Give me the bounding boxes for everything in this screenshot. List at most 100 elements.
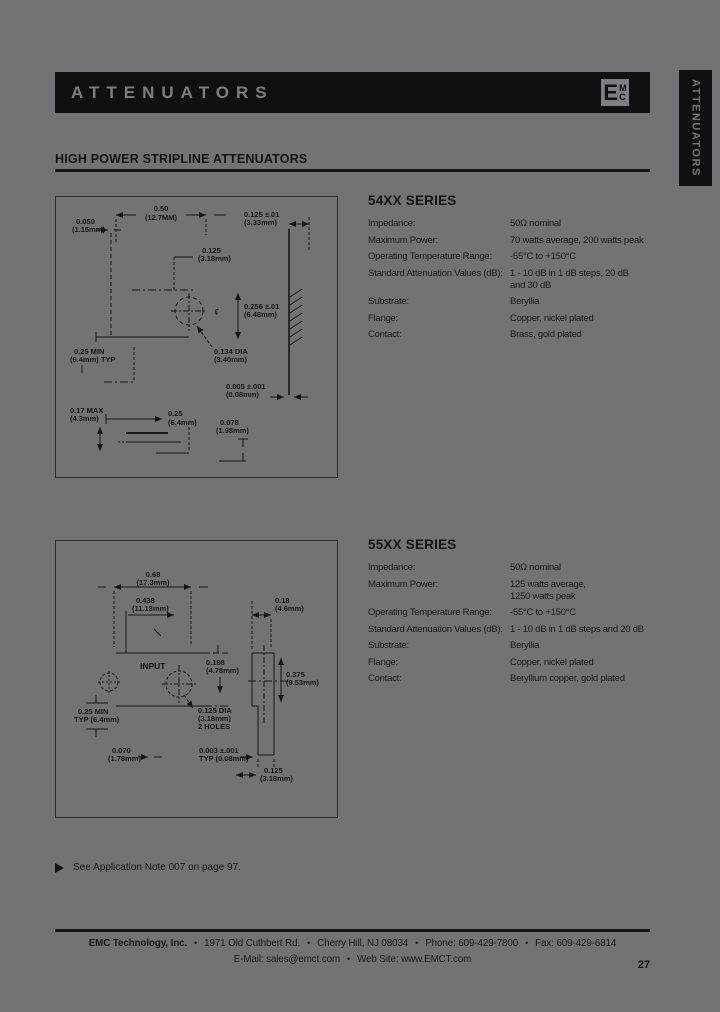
spec-label: Operating Temperature Range:	[368, 607, 492, 618]
drawing-54xx-svg: 0.50 (12.7MM) 0.050 (1.15mm) 0.125 ±.01 …	[70, 204, 310, 462]
spec-label: Maximum Power:	[368, 578, 438, 590]
bullet-separator: •	[194, 938, 198, 948]
spec-value: 50Ω nominal	[510, 562, 561, 573]
dim-label: (11.13mm)	[132, 604, 169, 613]
dim-label: (0.08mm)	[226, 390, 259, 399]
spec-label: Flange:	[368, 656, 398, 668]
spec-value: 1 - 10 dB in 1 dB steps, 20 dB and 30 dB	[510, 267, 629, 291]
spec-value: 1 - 10 dB in 1 dB steps and 20 dB	[510, 623, 644, 635]
bullet-separator: •	[347, 954, 351, 964]
bullet-separator: •	[307, 938, 311, 948]
dim-label: 0.070	[112, 746, 131, 755]
spec-label: Contact:	[368, 673, 402, 684]
dim-label: 0.125 DIA	[198, 706, 232, 715]
series-55xx-specs: 55XX SERIES Impedance: 50Ω nominal Maxim…	[368, 537, 652, 690]
page-number: 27	[637, 959, 650, 971]
dim-label: 0.25 MIN	[78, 707, 108, 716]
dim-label: 2 HOLES	[198, 722, 230, 731]
company-fax: Fax: 609-429-6814	[535, 938, 617, 949]
spec-row: Maximum Power: 125 watts average, 1250 w…	[368, 579, 652, 603]
series-54xx-specs: 54XX SERIES Impedance: 50Ω nominal Maxim…	[368, 193, 652, 346]
input-label: INPUT	[140, 661, 166, 671]
dim-label: 0.68	[146, 570, 161, 579]
spec-row: Maximum Power: 70 watts average, 200 wat…	[368, 235, 652, 247]
spec-value: 125 watts average, 1250 watts peak	[510, 578, 586, 602]
footer-web-line: E-Mail: sales@emct.com • Web Site: www.EMC…	[55, 954, 650, 965]
dim-label: (9.53mm)	[286, 678, 319, 687]
dim-label: (1.98mm)	[216, 426, 249, 435]
dim-label: (3.18mm)	[198, 714, 231, 723]
dim-label: 0.18	[275, 596, 290, 605]
dim-label: 0.125	[264, 766, 283, 775]
header-bar: ATTENUATORS E M C	[55, 72, 650, 113]
spec-label: Impedance:	[368, 562, 416, 573]
spec-label: Impedance:	[368, 218, 416, 229]
dim-label: 0.25 MIN	[74, 347, 104, 356]
dim-label: 0.125 ±.01	[244, 210, 279, 219]
dim-label: 0.125	[202, 246, 221, 255]
spec-row: Substrate: Beryllia	[368, 296, 652, 308]
spec-row: Standard Attenuation Values (dB): 1 - 10…	[368, 624, 652, 636]
centerline-symbol: ¢	[214, 307, 219, 317]
dim-label: 0.50	[154, 204, 169, 213]
dim-label: (1.15mm)	[72, 225, 105, 234]
dim-label: (3.40mm)	[214, 355, 247, 364]
company-address: 1971 Old Cuthbert Rd.	[204, 938, 301, 949]
dim-label: (3.18mm)	[260, 774, 293, 783]
spec-row: Substrate: Beryllia	[368, 640, 652, 652]
spec-value: 70 watts average, 200 watts peak	[510, 234, 644, 246]
spec-value: Copper, nickel plated	[510, 312, 594, 324]
spec-value: -55°C to +150°C	[510, 251, 576, 262]
dim-label: 0.438	[136, 596, 155, 605]
spec-value: Copper, nickel plated	[510, 656, 594, 668]
dim-label: 0.375	[286, 670, 305, 679]
spec-label: Flange:	[368, 312, 398, 324]
drawing-55xx-svg: 0.68 (17.3mm) 0.438 (11.13mm) 0.18 (4.6m…	[74, 570, 319, 783]
dim-label: (6.4mm) TYP	[70, 355, 115, 364]
logo-letter-m: M	[619, 82, 627, 93]
dim-label: (12.7MM)	[145, 213, 178, 222]
application-note: See Application Note 007 on page 97.	[55, 862, 241, 873]
footer-rule	[55, 929, 650, 932]
section-heading: HIGH POWER STRIPLINE ATTENUATORS	[55, 152, 308, 166]
spec-row: Standard Attenuation Values (dB): 1 - 10…	[368, 268, 652, 292]
dim-label: (4.78mm)	[206, 666, 239, 675]
company-name: EMC Technology, Inc.	[88, 938, 188, 949]
spec-label: Substrate:	[368, 296, 409, 307]
series-title: 55XX SERIES	[368, 537, 457, 552]
dim-label: 0.188	[206, 658, 225, 667]
dim-label: TYP (6.4mm)	[74, 715, 120, 724]
spec-row: Impedance: 50Ω nominal	[368, 218, 652, 230]
company-website: Web Site: www.EMCT.com	[357, 954, 472, 965]
spec-value: -55°C to +150°C	[510, 607, 576, 618]
dim-label: 0.003 ±.001	[199, 746, 239, 755]
side-tab-label: ATTENUATORS	[689, 79, 702, 177]
dim-label: 0.134 DIA	[214, 347, 248, 356]
dim-label: (17.3mm)	[137, 578, 170, 587]
dim-label: 0.050	[76, 217, 95, 226]
triangle-bullet-icon	[55, 862, 64, 873]
spec-row: Flange: Copper, nickel plated	[368, 657, 652, 669]
spec-value: Beryllia	[510, 640, 540, 651]
drawing-54xx-outline: 0.50 (12.7MM) 0.050 (1.15mm) 0.125 ±.01 …	[55, 196, 338, 478]
dim-label: (4.3mm)	[70, 414, 99, 423]
spec-row: Flange: Copper, nickel plated	[368, 313, 652, 325]
company-email: E-Mail: sales@emct.com	[233, 954, 341, 965]
spec-label: Standard Attenuation Values (dB):	[368, 267, 503, 279]
bullet-separator: •	[525, 938, 529, 948]
dim-label: (3.33mm)	[244, 218, 277, 227]
company-city: Cherry Hill, NJ 08034	[317, 938, 409, 949]
spec-row: Operating Temperature Range: -55°C to +1…	[368, 607, 652, 619]
dim-label: (4.6mm)	[275, 604, 304, 613]
spec-label: Operating Temperature Range:	[368, 251, 492, 262]
spec-row: Operating Temperature Range: -55°C to +1…	[368, 251, 652, 263]
dim-label: (6.4mm)	[168, 418, 197, 427]
drawing-55xx-outline: 0.68 (17.3mm) 0.438 (11.13mm) 0.18 (4.6m…	[55, 540, 338, 818]
page-title: ATTENUATORS	[71, 83, 274, 102]
dim-label: 0.078	[220, 418, 239, 427]
dim-label: 0.17 MAX	[70, 406, 103, 415]
spec-row: Contact: Beryllium copper, gold plated	[368, 673, 652, 685]
spec-label: Maximum Power:	[368, 234, 438, 246]
spec-value: Beryllium copper, gold plated	[510, 673, 625, 684]
